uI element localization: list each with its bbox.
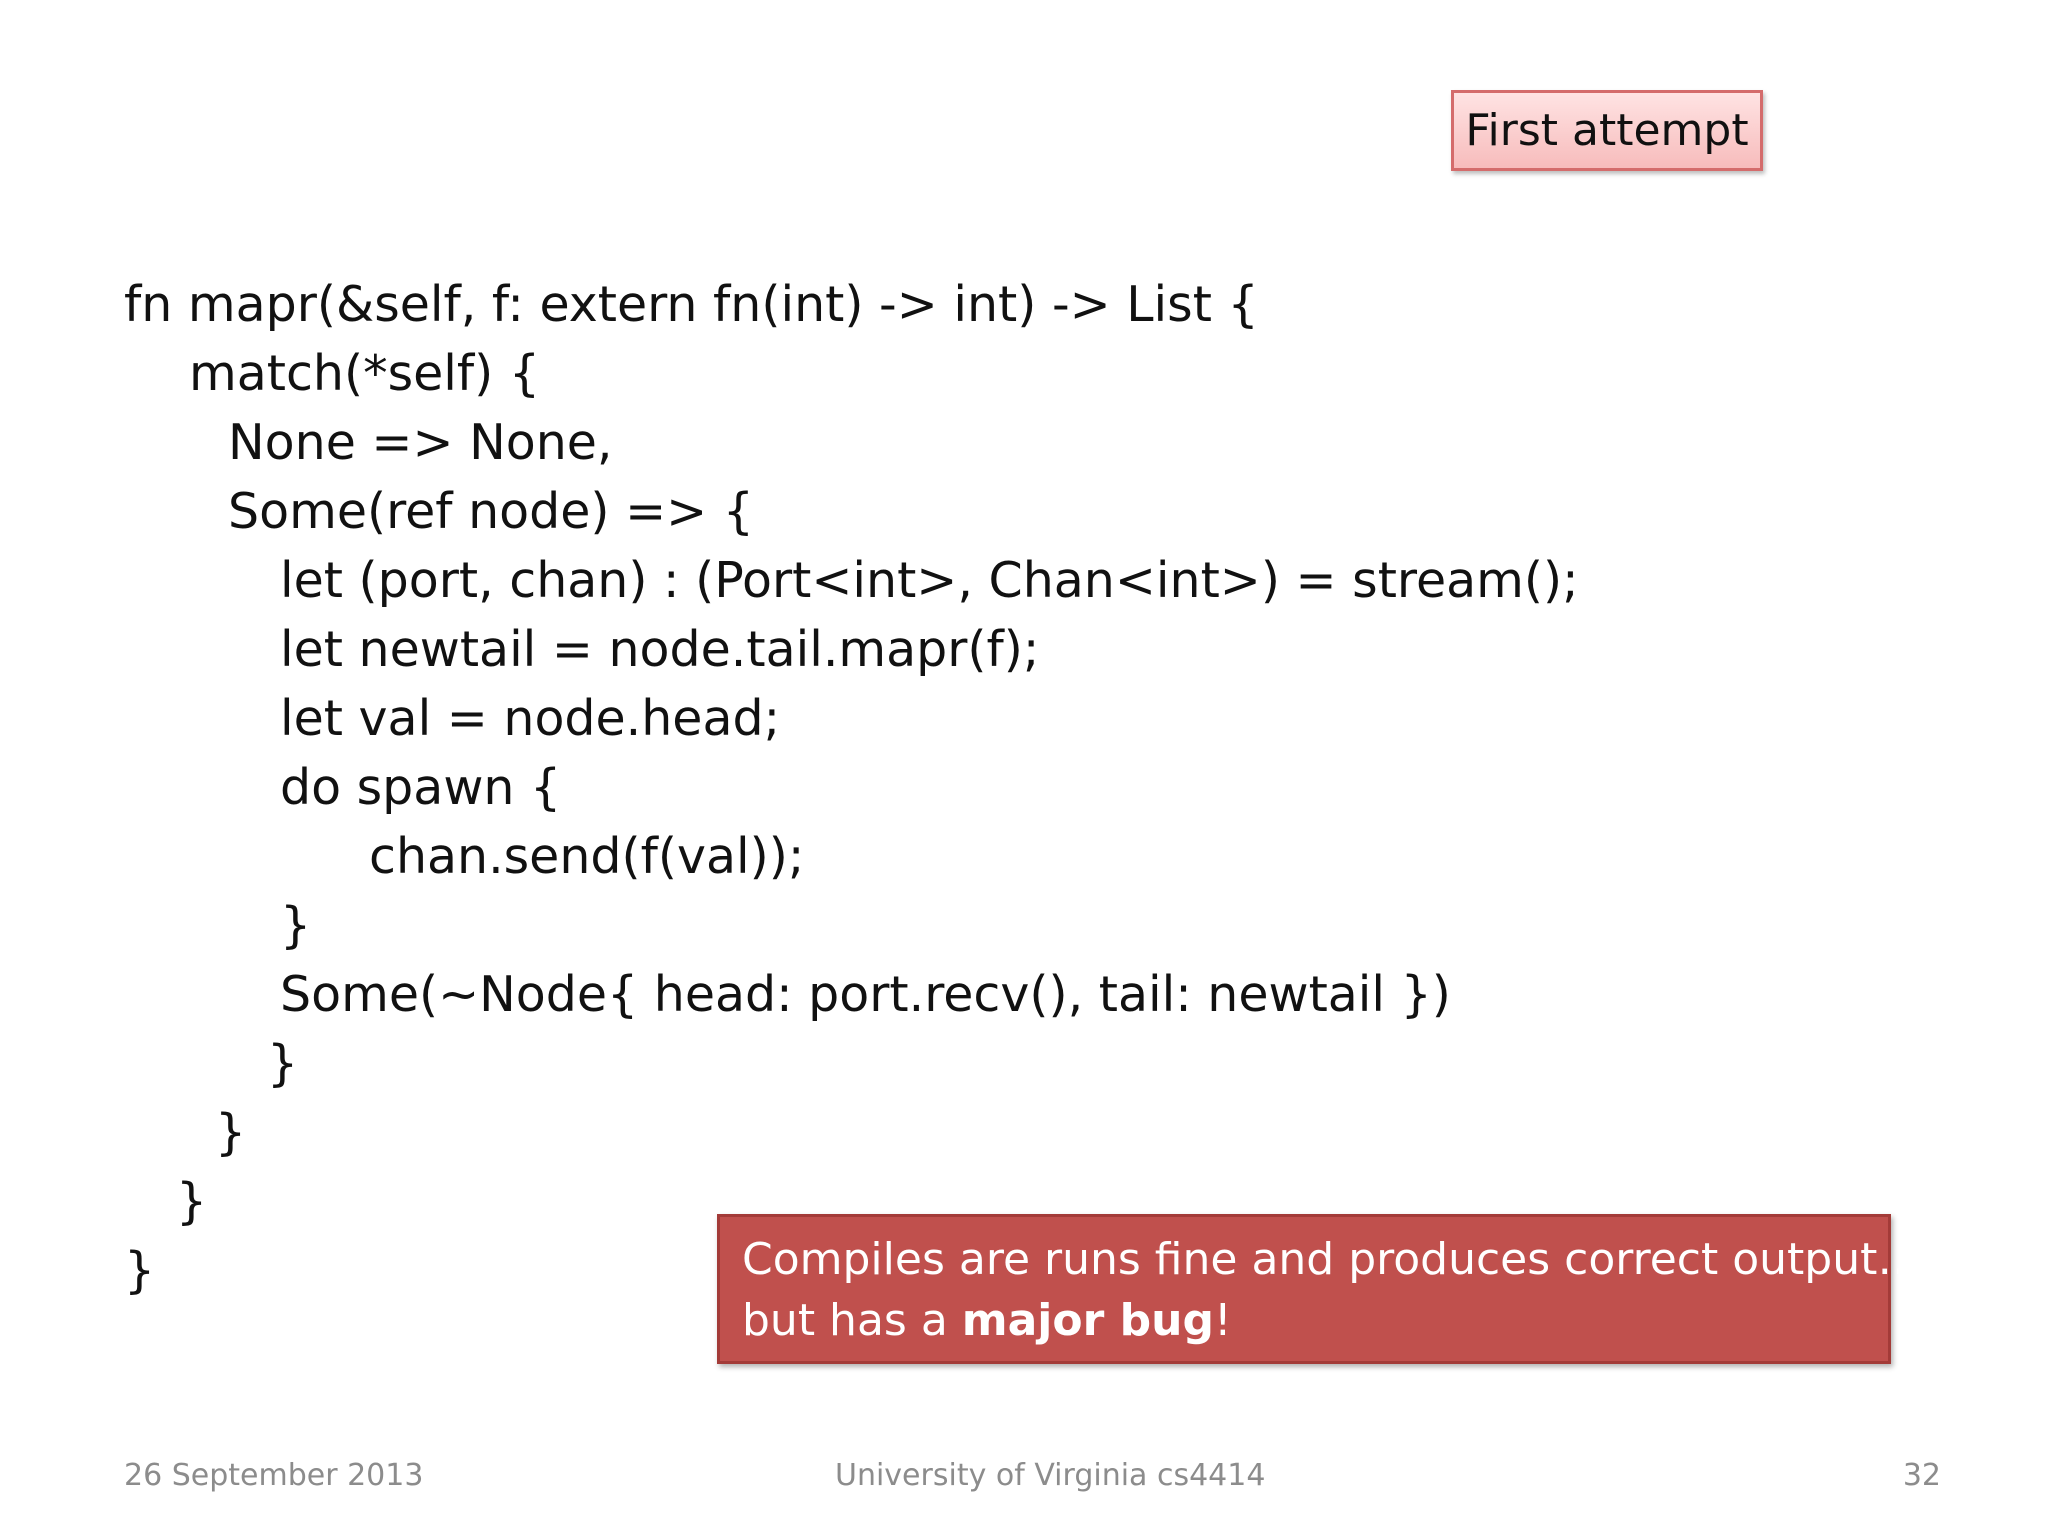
first-attempt-badge: First attempt (1451, 90, 1763, 171)
callout-line-2-suffix: ! (1213, 1295, 1232, 1346)
code-line: let (port, chan) : (Port<int>, Chan<int>… (280, 552, 1579, 609)
callout-line-2: but has a major bug! (742, 1290, 1888, 1351)
badge-label: First attempt (1465, 105, 1749, 156)
code-line: fn mapr(&self, f: extern fn(int) -> int)… (124, 276, 1259, 333)
code-line: None => None, (228, 414, 613, 471)
code-line: } (124, 1242, 156, 1299)
footer-date: 26 September 2013 (124, 1458, 424, 1493)
code-line: } (176, 1173, 208, 1230)
code-line: } (267, 1035, 299, 1092)
code-line: chan.send(f(val)); (369, 828, 805, 885)
footer-course: University of Virginia cs4414 (835, 1458, 1266, 1493)
code-line: let newtail = node.tail.mapr(f); (280, 621, 1040, 678)
page-number: 32 (1902, 1458, 1941, 1493)
callout-line-1: Compiles are runs fine and produces corr… (742, 1234, 1922, 1285)
code-line: Some(~Node{ head: port.recv(), tail: new… (280, 966, 1451, 1023)
code-line: do spawn { (280, 759, 562, 816)
major-bug-callout: Compiles are runs fine and produces corr… (717, 1214, 1922, 1364)
callout-emphasis: major bug (961, 1295, 1214, 1346)
code-line: } (215, 1104, 247, 1161)
code-line: match(*self) { (189, 345, 540, 402)
callout-line-2-prefix: but has a (742, 1295, 962, 1346)
code-line: Some(ref node) => { (228, 483, 754, 540)
code-line: } (280, 897, 312, 954)
code-line: let val = node.head; (280, 690, 781, 747)
